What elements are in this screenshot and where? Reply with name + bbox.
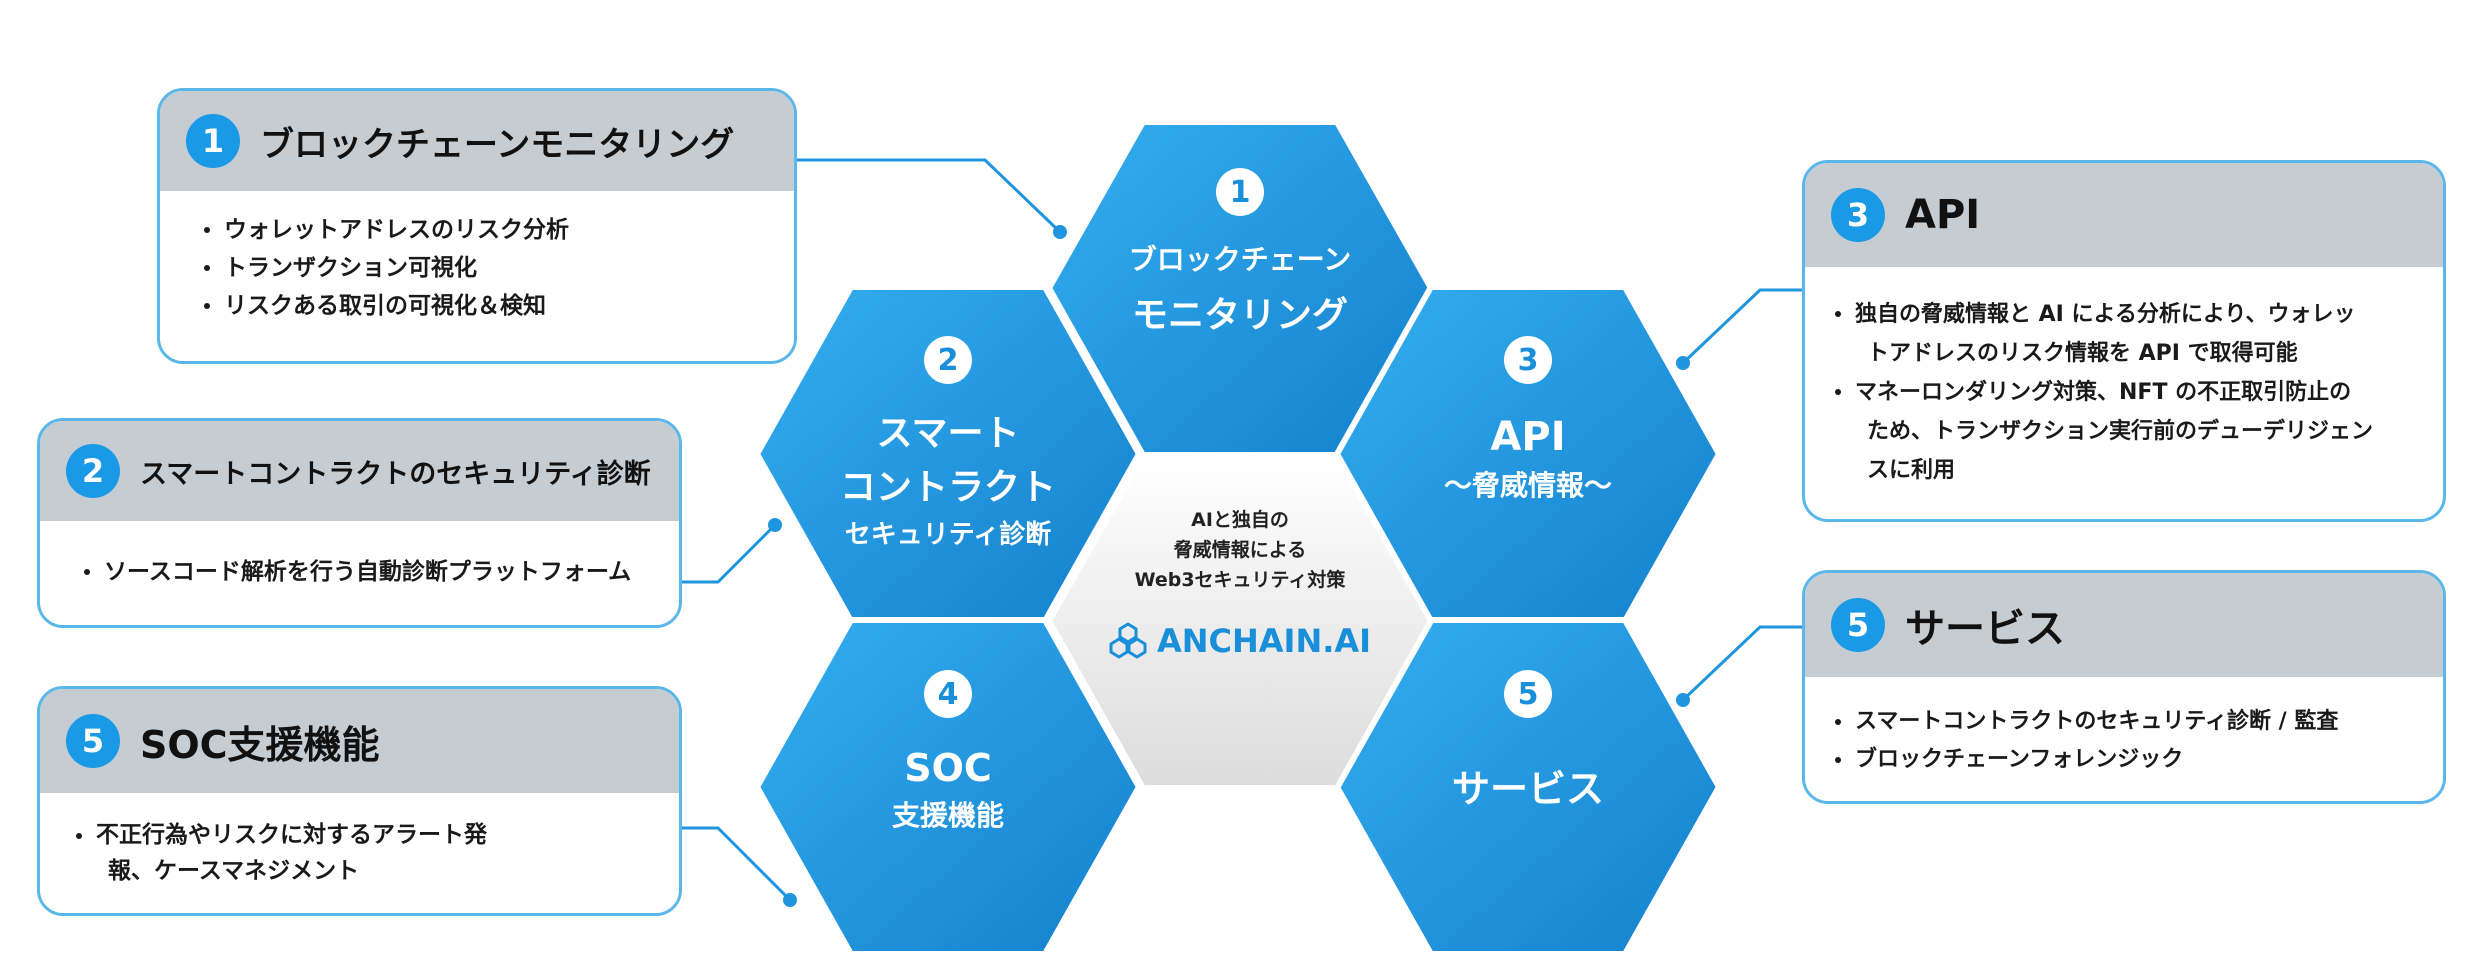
box-blockchain-monitoring: 1 ブロックチェーンモニタリング ウォレットアドレスのリスク分析 トランザクショ… <box>157 88 797 364</box>
box-services: 5 サービス スマートコントラクトのセキュリティ診断 / 監査 ブロックチェーン… <box>1802 570 2446 804</box>
box-2-badge: 2 <box>66 444 120 498</box>
list-item-continuation: トアドレスのリスク情報を API で取得可能 <box>1867 341 2298 366</box>
box-soc-badge: 5 <box>66 714 120 768</box>
anchain-logo: ANCHAIN.AI <box>1080 618 1400 664</box>
box-smart-contract-audit: 2 スマートコントラクトのセキュリティ診断 ソースコード解析を行う自動診断プラッ… <box>37 418 682 628</box>
hexagon-1-line-2: モニタリング <box>1131 295 1348 336</box>
hexagon-4-line-2: 支援機能 <box>891 799 1004 832</box>
connector-dot-5-right <box>1676 693 1690 707</box>
list-item: ブロックチェーンフォレンジック <box>1835 741 2443 779</box>
hexagon-3-line-2: 〜脅威情報〜 <box>1443 469 1612 502</box>
box-1-header: 1 ブロックチェーンモニタリング <box>160 91 794 191</box>
connector-dot-2 <box>768 518 782 532</box>
box-soc-header: 5 SOC支援機能 <box>40 689 679 793</box>
list-item: 不正行為やリスクに対するアラート発 <box>76 817 679 853</box>
list-item: リスクある取引の可視化＆検知 <box>204 287 794 325</box>
connector-line-1 <box>795 158 1062 234</box>
hexagon-1-number: 1 <box>1216 168 1264 216</box>
hexagon-1-line-1: ブロックチェーン <box>1128 243 1352 276</box>
list-item: マネーロンダリング対策、NFT の不正取引防止の <box>1835 373 2443 412</box>
hexagon-1-label: 1 ブロックチェーン モニタリング <box>1060 168 1420 338</box>
hexagon-4-line-1: SOC <box>904 746 992 790</box>
list-item: スマートコントラクトのセキュリティ診断 / 監査 <box>1835 703 2443 741</box>
center-line-2: 脅威情報による <box>1173 539 1307 561</box>
connector-line-2 <box>680 523 777 584</box>
center-tagline: AIと独自の 脅威情報による Web3セキュリティ対策 <box>1090 505 1390 595</box>
anchain-cubes-icon <box>1109 622 1147 659</box>
box-3-title: API <box>1905 192 1981 238</box>
list-item: ウォレットアドレスのリスク分析 <box>204 211 794 249</box>
hexagon-3-line-1: API <box>1490 414 1566 460</box>
connector-line-5-right <box>1681 625 1802 702</box>
hexagon-2-line-1: スマート <box>876 413 1020 454</box>
hexagon-2-line-2: コントラクト <box>839 467 1056 508</box>
box-services-badge: 5 <box>1831 598 1885 652</box>
box-soc-list: 不正行為やリスクに対するアラート発 報、ケースマネジメント <box>40 793 679 889</box>
box-api: 3 API 独自の脅威情報と AI による分析により、ウォレッ トアドレスのリス… <box>1802 160 2446 522</box>
box-3-badge: 3 <box>1831 188 1885 242</box>
center-line-3: Web3セキュリティ対策 <box>1134 569 1346 591</box>
hexagon-4-number: 4 <box>924 670 972 718</box>
hexagon-2-label: 2 スマート コントラクト セキュリティ診断 <box>768 336 1128 551</box>
box-1-badge: 1 <box>186 114 240 168</box>
list-item-continuation: 報、ケースマネジメント <box>108 858 360 884</box>
box-soc-title: SOC支援機能 <box>140 722 380 767</box>
hexagon-3-label: 3 API 〜脅威情報〜 <box>1348 336 1708 504</box>
hexagon-5-number: 5 <box>1504 670 1552 718</box>
hexagon-3-number: 3 <box>1504 336 1552 384</box>
box-2-header: 2 スマートコントラクトのセキュリティ診断 <box>40 421 679 521</box>
box-3-header: 3 API <box>1805 163 2443 267</box>
logo-text: ANCHAIN.AI <box>1156 622 1372 660</box>
list-item: トランザクション可視化 <box>204 249 794 287</box>
list-item: 独自の脅威情報と AI による分析により、ウォレッ <box>1835 295 2443 334</box>
hexagon-center <box>1045 452 1435 791</box>
box-soc-support: 5 SOC支援機能 不正行為やリスクに対するアラート発 報、ケースマネジメント <box>37 686 682 916</box>
connector-line-3 <box>1681 288 1802 365</box>
box-1-list: ウォレットアドレスのリスク分析 トランザクション可視化 リスクある取引の可視化＆… <box>160 191 794 325</box>
connector-dot-3 <box>1676 356 1690 370</box>
hexagon-5-line-1: サービス <box>1451 767 1604 811</box>
connector-dot-5-left <box>783 893 797 907</box>
list-item-continuation: ため、トランザクション実行前のデューデリジェン <box>1867 419 2374 444</box>
center-line-1: AIと独自の <box>1191 509 1289 531</box>
box-services-title: サービス <box>1905 606 2065 652</box>
box-services-list: スマートコントラクトのセキュリティ診断 / 監査 ブロックチェーンフォレンジック <box>1805 677 2443 779</box>
hexagon-5-label: 5 サービス <box>1348 670 1708 813</box>
connector-line-5-left <box>680 826 792 902</box>
box-3-list: 独自の脅威情報と AI による分析により、ウォレッ トアドレスのリスク情報を A… <box>1805 267 2443 490</box>
box-2-list: ソースコード解析を行う自動診断プラットフォーム <box>40 521 679 591</box>
box-services-header: 5 サービス <box>1805 573 2443 677</box>
list-item-continuation: スに利用 <box>1867 458 1956 483</box>
list-item: ソースコード解析を行う自動診断プラットフォーム <box>84 553 679 591</box>
hexagon-2-number: 2 <box>924 336 972 384</box>
hexagon-2-line-3: セキュリティ診断 <box>844 520 1052 550</box>
connector-dot-1 <box>1053 225 1067 239</box>
hexagon-4-label: 4 SOC 支援機能 <box>768 670 1128 834</box>
hexagon-4 <box>753 617 1143 957</box>
box-2-title: スマートコントラクトのセキュリティ診断 <box>140 458 651 490</box>
box-1-title: ブロックチェーンモニタリング <box>260 124 735 165</box>
